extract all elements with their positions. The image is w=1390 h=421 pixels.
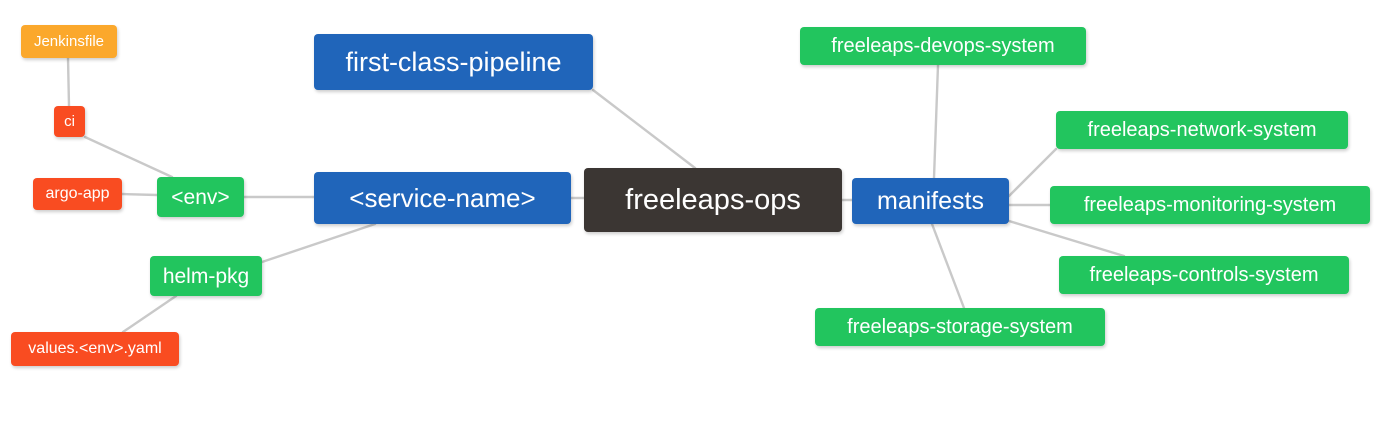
edge-jenkinsfile-ci — [66, 56, 71, 108]
edge-manifests-controls — [1007, 219, 1126, 258]
node-valuesyaml[interactable]: values.<env>.yaml — [11, 332, 179, 366]
node-helm[interactable]: helm-pkg — [150, 256, 262, 296]
node-network[interactable]: freeleaps-network-system — [1056, 111, 1348, 149]
node-manifests[interactable]: manifests — [852, 178, 1009, 224]
edge-ci-env — [83, 135, 174, 179]
node-storage[interactable]: freeleaps-storage-system — [815, 308, 1105, 346]
node-controls[interactable]: freeleaps-controls-system — [1059, 256, 1349, 294]
node-argoapp[interactable]: argo-app — [33, 178, 122, 210]
node-devops[interactable]: freeleaps-devops-system — [800, 27, 1086, 65]
node-monitoring[interactable]: freeleaps-monitoring-system — [1050, 186, 1370, 224]
node-env[interactable]: <env> — [157, 177, 244, 217]
edge-helm-service — [260, 222, 377, 264]
node-pipeline[interactable]: first-class-pipeline — [314, 34, 593, 90]
edge-pipeline-root — [591, 88, 697, 170]
node-root[interactable]: freeleaps-ops — [584, 168, 842, 232]
edge-argoapp-env — [120, 192, 159, 197]
node-service[interactable]: <service-name> — [314, 172, 571, 224]
node-jenkinsfile[interactable]: Jenkinsfile — [21, 25, 117, 58]
node-ci[interactable]: ci — [54, 106, 85, 137]
edge-valuesyaml-helm — [121, 294, 178, 334]
edge-manifests-storage — [930, 222, 966, 310]
edge-manifests-network — [1007, 147, 1058, 198]
edge-manifests-devops — [932, 63, 940, 180]
